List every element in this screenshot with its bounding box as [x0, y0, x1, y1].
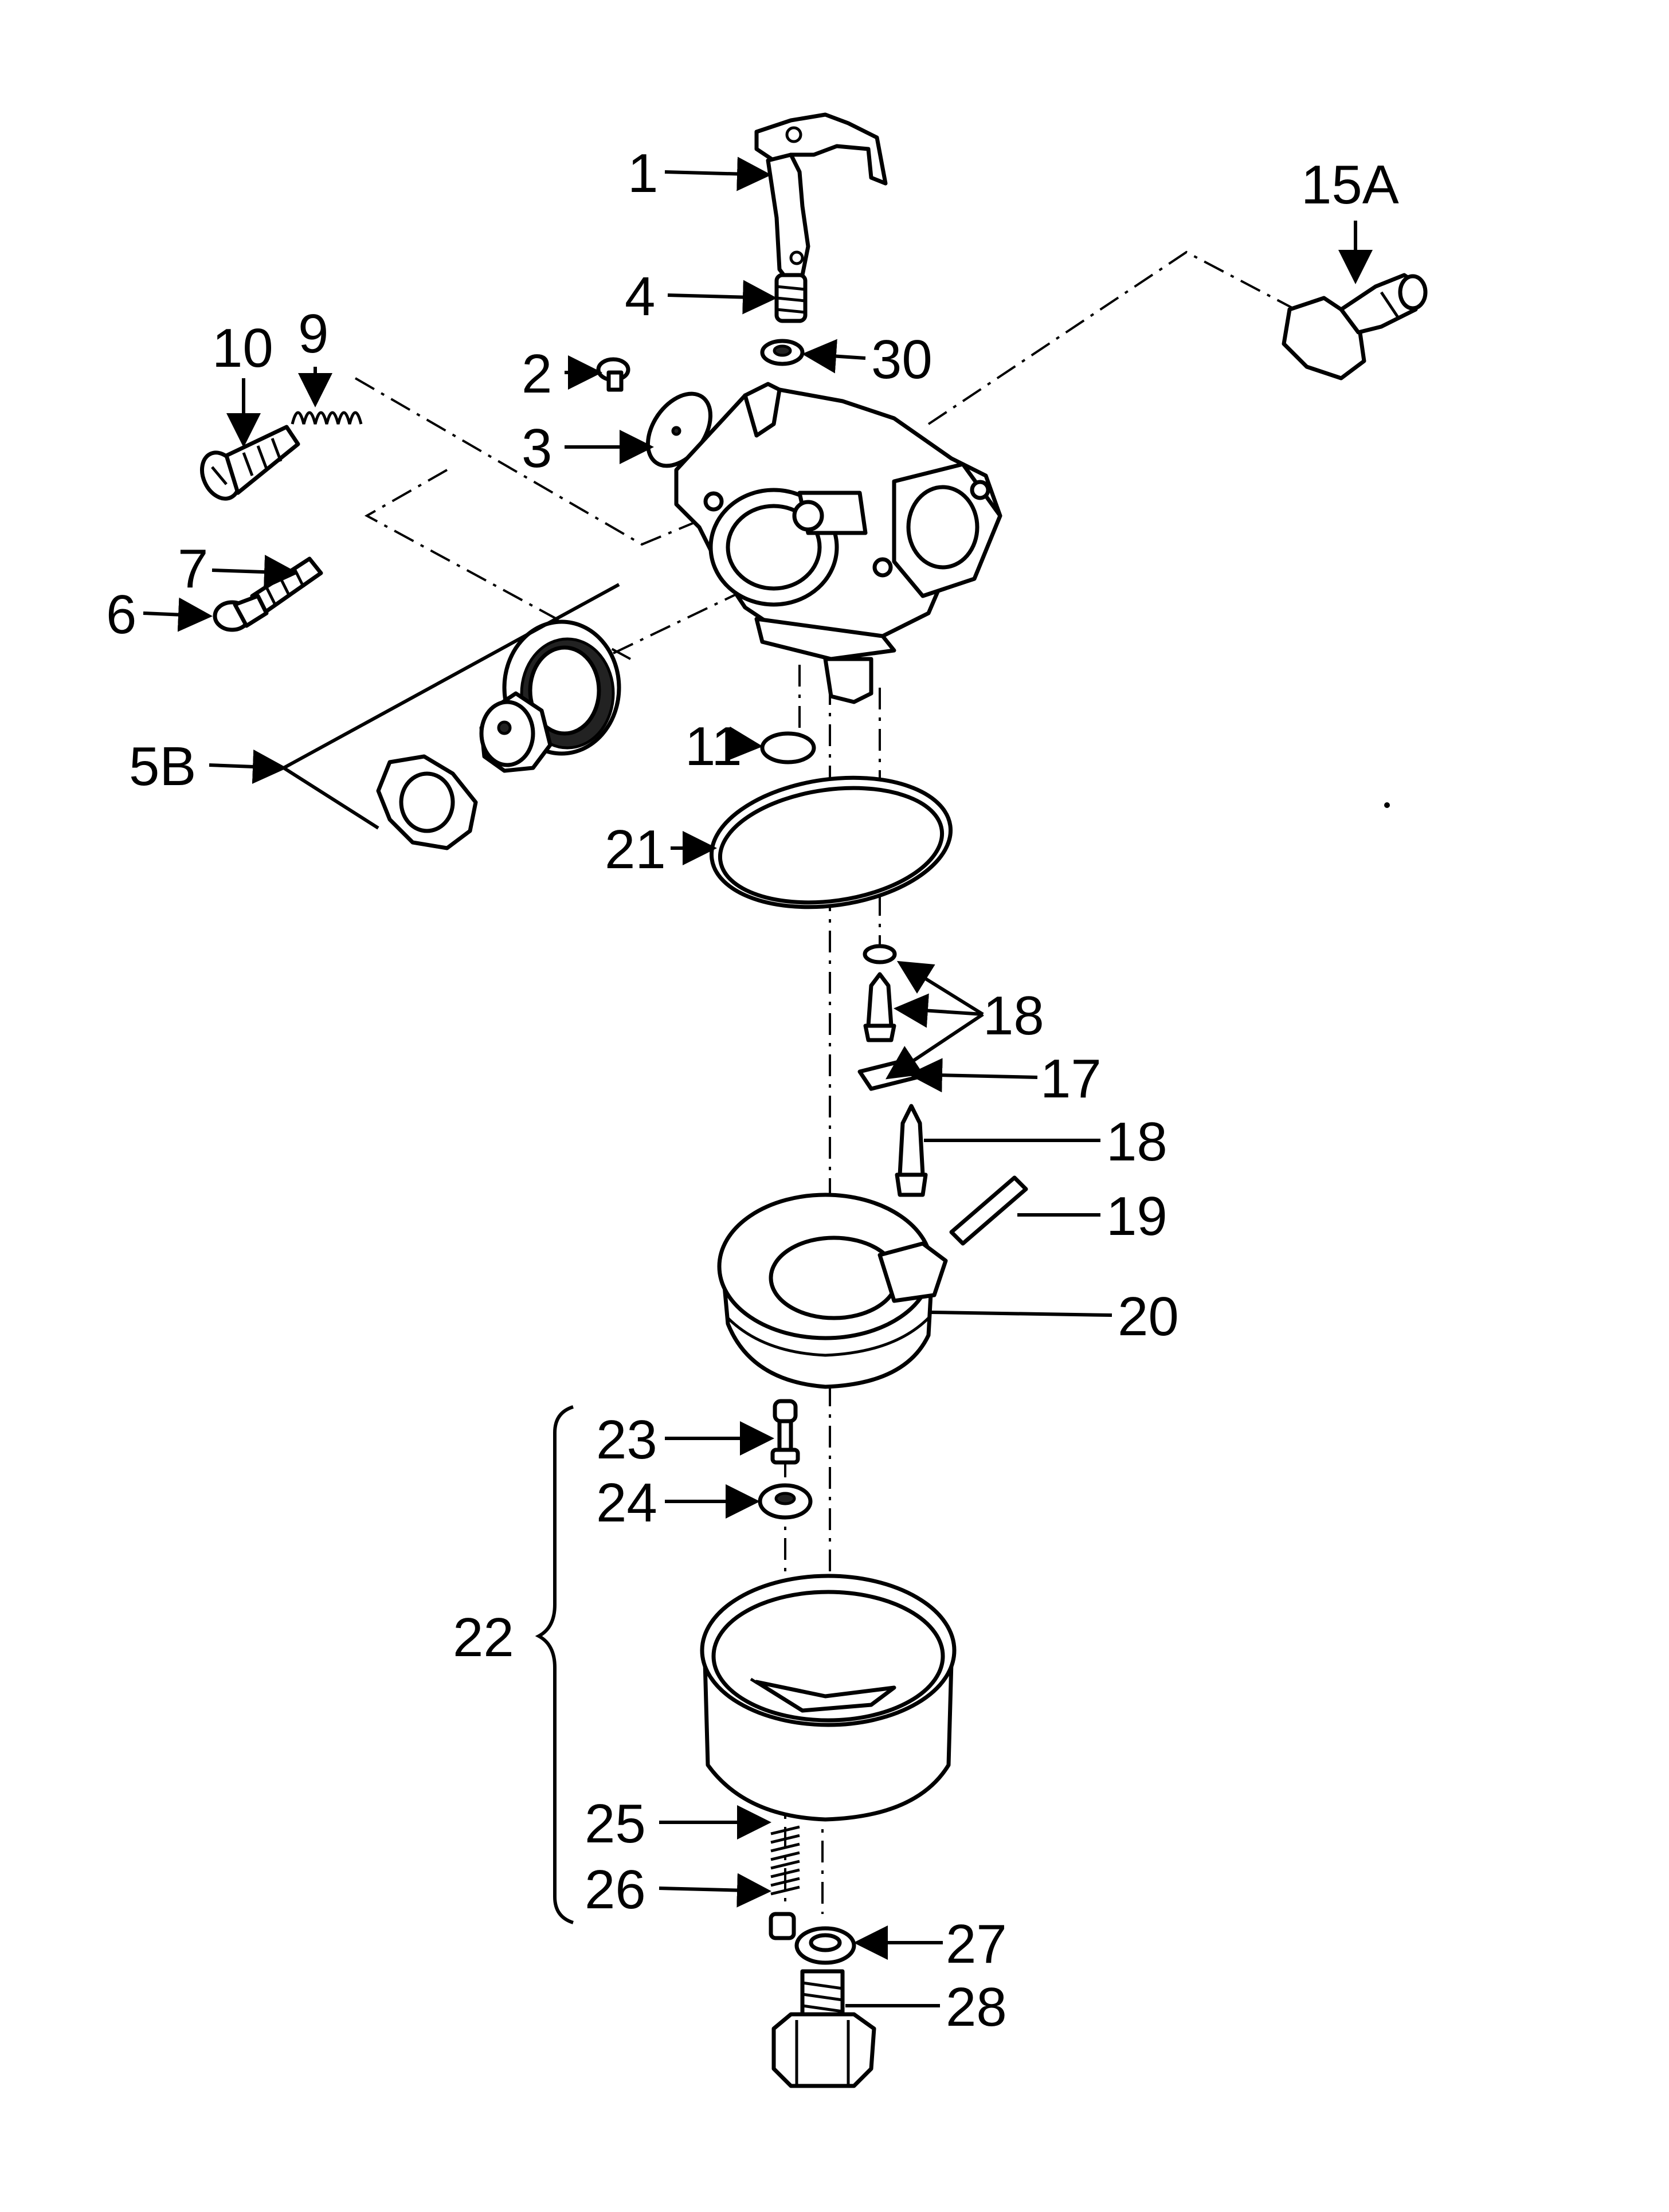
callout-10: 10: [212, 317, 273, 379]
part-26-seat: [769, 1912, 796, 1940]
callout-30: 30: [871, 329, 933, 390]
part-2-screw: [596, 357, 630, 392]
part-5b-primer-assembly: [376, 619, 621, 850]
callout-26: 26: [585, 1859, 646, 1920]
part-6-cap: [213, 594, 269, 632]
part-18-inlet-needle: [895, 1104, 928, 1197]
callout-3: 3: [522, 418, 552, 479]
callout-18-lower: 18: [1106, 1111, 1167, 1172]
callout-24: 24: [596, 1472, 657, 1534]
part-30-seal: [760, 339, 805, 366]
part-1-throttle-lever: [754, 112, 888, 283]
part-4-spring: [774, 273, 808, 323]
callout-25: 25: [585, 1793, 646, 1854]
scan-speck: [1384, 802, 1390, 808]
part-22-fuel-bowl: [700, 1574, 957, 1822]
part-19-float-pin: [949, 1175, 1028, 1246]
callout-22: 22: [453, 1607, 514, 1668]
callout-23: 23: [596, 1409, 657, 1470]
part-18-inlet-needle-seat: [863, 944, 897, 1042]
callout-19: 19: [1106, 1186, 1167, 1247]
part-11-seal: [760, 731, 816, 764]
part-28-bowl-nut: [771, 1969, 876, 2088]
callout-21: 21: [605, 819, 666, 880]
callout-18-upper: 18: [983, 985, 1044, 1046]
callout-7: 7: [178, 538, 208, 599]
part-25-spring: [770, 1825, 800, 1896]
callout-15a: 15A: [1301, 154, 1399, 215]
leader-lines: [143, 156, 1373, 2007]
part-20-float: [717, 1193, 948, 1389]
callout-11: 11: [685, 716, 742, 777]
part-10-idle-mixture-screw: [200, 425, 300, 501]
callout-20: 20: [1118, 1286, 1179, 1347]
callout-6: 6: [106, 584, 136, 645]
callout-2: 2: [522, 343, 552, 405]
callout-28: 28: [946, 1976, 1007, 2038]
callout-4: 4: [625, 266, 655, 327]
part-23-bolt: [770, 1399, 800, 1465]
bracket-22: [535, 1405, 574, 1924]
part-21-gasket: [709, 775, 953, 909]
callout-1: 1: [628, 143, 658, 204]
callout-5b: 5B: [129, 736, 196, 797]
part-24-washer: [758, 1483, 813, 1520]
callout-17: 17: [1040, 1048, 1102, 1109]
part-27-washer: [794, 1926, 856, 1965]
callout-9: 9: [298, 303, 328, 364]
callout-labels: 1 4 30 2 3 15A 9 10 7 6 5B 11 21 18 17 1…: [106, 143, 1399, 2038]
part-15a-fuel-fitting: [1282, 273, 1428, 381]
callout-27: 27: [946, 1913, 1007, 1975]
part-9-spring: [291, 411, 363, 425]
carburetor-body: [674, 382, 1002, 704]
